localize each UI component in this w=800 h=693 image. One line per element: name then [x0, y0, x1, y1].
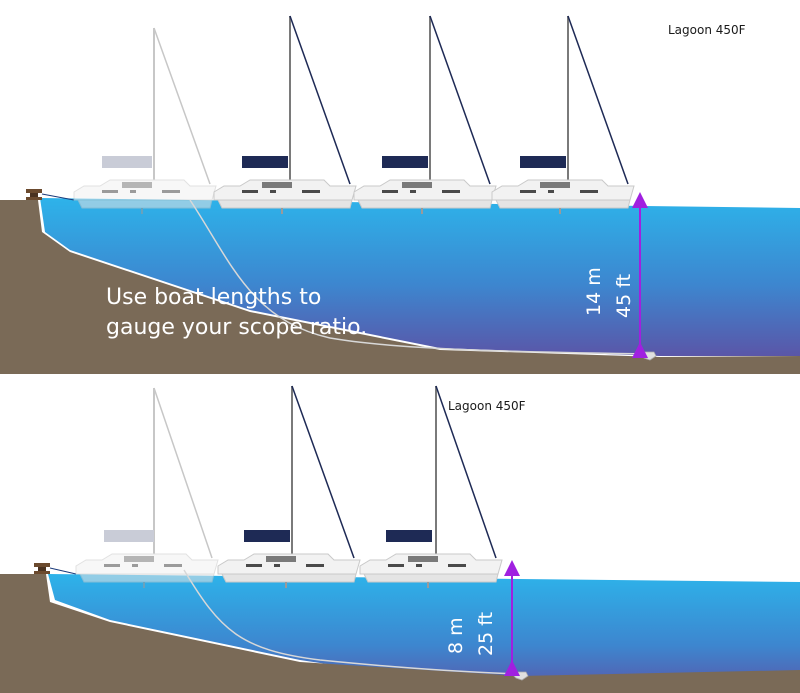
bottom-depth-imperial: 25 ft — [475, 612, 497, 656]
catamaran-icon — [75, 387, 219, 589]
top-depth-metric: 14 m — [583, 267, 605, 316]
catamaran-icon — [217, 385, 361, 589]
bottom-depth-metric: 8 m — [445, 617, 467, 654]
top-anchor-rode — [189, 199, 651, 355]
caption-line-2: gauge your scope ratio. — [106, 315, 367, 340]
top-water — [40, 198, 800, 356]
top-mooring-line — [41, 193, 75, 201]
catamaran-icon — [213, 15, 357, 215]
bottom-panel: 8 m 25 ft Lagoon 450F — [0, 385, 800, 693]
top-depth-imperial: 45 ft — [613, 274, 635, 318]
bottom-seabed — [0, 574, 800, 693]
bottom-mooring-line — [49, 567, 77, 575]
bollard-icon — [34, 563, 50, 574]
top-boat-label: Lagoon 450F — [668, 23, 746, 37]
top-panel: 14 m 45 ft Use boat lengths to gauge you… — [0, 15, 800, 374]
bollard-icon — [26, 189, 42, 200]
catamaran-icon — [491, 15, 635, 215]
catamaran-icon — [359, 385, 503, 589]
bottom-anchor-rode — [183, 569, 521, 675]
catamaran-icon — [353, 15, 497, 215]
bottom-water — [48, 574, 800, 693]
caption-line-1: Use boat lengths to — [106, 285, 321, 310]
catamaran-icon — [73, 27, 217, 215]
bottom-boat-label: Lagoon 450F — [448, 399, 526, 413]
top-seabed — [0, 200, 800, 374]
